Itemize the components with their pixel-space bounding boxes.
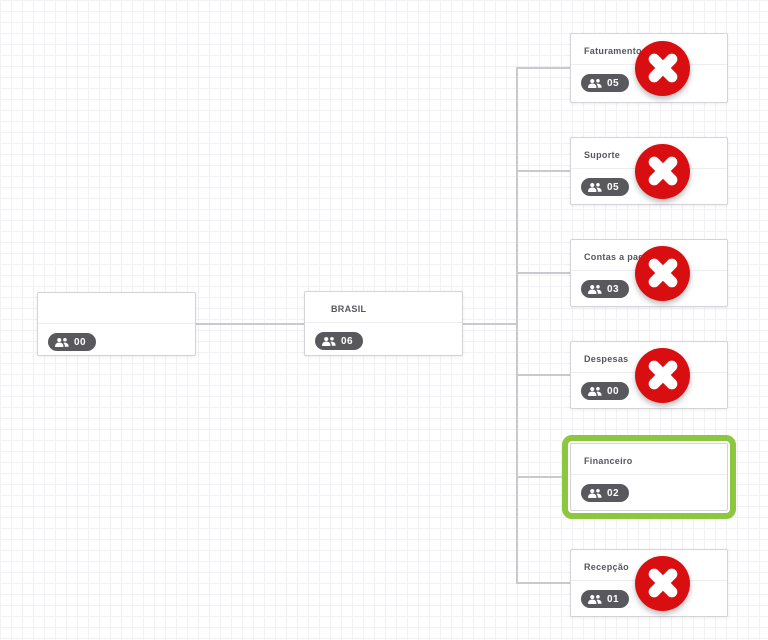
- connector-line: [517, 67, 570, 69]
- connector-line: [517, 582, 570, 584]
- selected-node-highlight: Financeiro 02: [562, 435, 736, 519]
- org-node-root[interactable]: 00: [37, 292, 196, 356]
- delete-node-button[interactable]: [635, 143, 690, 199]
- delete-x-icon: [635, 144, 690, 199]
- users-icon: [55, 337, 69, 347]
- member-count: 06: [341, 335, 354, 347]
- delete-x-icon: [635, 41, 690, 96]
- users-icon: [588, 78, 602, 88]
- delete-node-button[interactable]: [635, 245, 690, 301]
- connector-line: [517, 374, 570, 376]
- node-title: [38, 293, 195, 324]
- connector-line: [517, 476, 563, 478]
- member-count: 02: [607, 487, 620, 499]
- org-node-faturamento[interactable]: Faturamento 05: [570, 33, 728, 103]
- users-icon: [588, 284, 602, 294]
- member-count-badge: 03: [581, 280, 630, 298]
- member-count: 05: [607, 181, 620, 193]
- member-count: 05: [607, 77, 620, 89]
- users-icon: [322, 336, 336, 346]
- member-count: 03: [607, 283, 620, 295]
- delete-node-button[interactable]: [635, 40, 690, 96]
- delete-node-button[interactable]: [635, 555, 690, 611]
- member-count: 01: [607, 593, 620, 605]
- node-title: BRASIL: [305, 292, 462, 323]
- member-count-badge: 00: [48, 333, 97, 351]
- users-icon: [588, 386, 602, 396]
- connector-line: [463, 323, 517, 325]
- connector-trunk-line: [516, 67, 518, 584]
- delete-x-icon: [635, 348, 690, 403]
- connector-line: [517, 272, 570, 274]
- delete-x-icon: [635, 556, 690, 611]
- org-node-recepcao[interactable]: Recepção 01: [570, 549, 728, 617]
- org-node-contas-a-pagar[interactable]: Contas a pagar 03: [570, 239, 728, 307]
- delete-node-button[interactable]: [635, 347, 690, 403]
- member-count-badge: 05: [581, 74, 630, 92]
- users-icon: [588, 182, 602, 192]
- org-node-despesas[interactable]: Despesas 00: [570, 341, 728, 409]
- member-count: 00: [607, 385, 620, 397]
- users-icon: [588, 488, 602, 498]
- connector-line: [517, 170, 570, 172]
- node-title: Financeiro: [571, 444, 727, 475]
- org-node-financeiro[interactable]: Financeiro 02: [570, 443, 728, 511]
- member-count-badge: 02: [581, 484, 630, 502]
- member-count-badge: 00: [581, 382, 630, 400]
- users-icon: [588, 594, 602, 604]
- connector-line: [196, 323, 304, 325]
- member-count: 00: [74, 336, 87, 348]
- org-node-brasil[interactable]: BRASIL 06: [304, 291, 463, 356]
- org-node-suporte[interactable]: Suporte 05: [570, 137, 728, 205]
- member-count-badge: 01: [581, 590, 630, 608]
- delete-x-icon: [635, 246, 690, 301]
- member-count-badge: 05: [581, 178, 630, 196]
- member-count-badge: 06: [315, 332, 364, 350]
